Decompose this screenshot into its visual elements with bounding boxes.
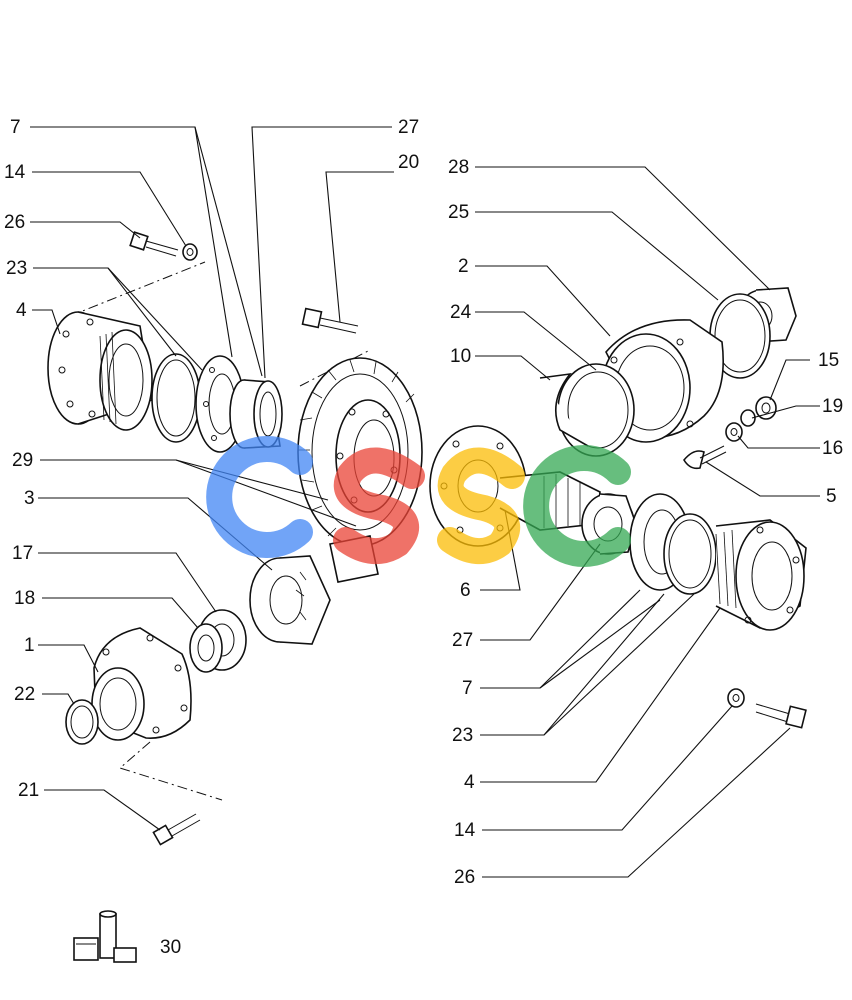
callout-26-left: 26 (4, 212, 25, 233)
callout-10: 10 (450, 346, 471, 367)
seal-18[interactable] (189, 623, 223, 673)
callout-23-right: 23 (452, 725, 473, 746)
shim-24[interactable] (557, 363, 635, 457)
washer-14-left[interactable] (182, 243, 198, 261)
bolt-21[interactable] (152, 813, 201, 846)
callout-20: 20 (398, 152, 419, 173)
watermark-letter-green (523, 445, 631, 567)
callout-4-left: 4 (16, 300, 27, 321)
callout-7-left: 7 (10, 117, 21, 138)
callout-1: 1 (24, 635, 35, 656)
watermark-logo (206, 436, 631, 567)
callout-labels: 7 27 14 20 28 26 25 23 2 4 24 10 15 19 1… (4, 117, 843, 958)
callout-2: 2 (458, 256, 469, 277)
parts-drawing (47, 231, 807, 963)
callout-16: 16 (822, 438, 843, 459)
kit-symbol-30 (73, 910, 137, 963)
bolt-26-left[interactable] (129, 231, 179, 257)
watermark-letter-blue (206, 436, 313, 558)
flange-housing-4-right[interactable] (715, 519, 807, 631)
callout-5: 5 (826, 486, 837, 507)
leader-lines (30, 126, 820, 878)
callout-29: 29 (12, 450, 33, 471)
bolt-5[interactable] (683, 445, 727, 470)
cover-1[interactable] (91, 627, 192, 741)
callout-22: 22 (14, 684, 35, 705)
callout-4-right: 4 (464, 772, 475, 793)
callout-23-left: 23 (6, 258, 27, 279)
callout-24: 24 (450, 302, 472, 323)
callout-15: 15 (818, 350, 839, 371)
callout-19: 19 (822, 396, 843, 417)
watermark-letter-yellow (437, 447, 525, 564)
nut-15[interactable] (755, 396, 777, 420)
callout-6: 6 (460, 580, 471, 601)
seal-22[interactable] (65, 699, 99, 745)
washer-19[interactable] (740, 409, 756, 427)
callout-30: 30 (160, 937, 181, 958)
callout-3: 3 (24, 488, 35, 509)
callout-28: 28 (448, 157, 469, 178)
bearing-27-left[interactable] (229, 379, 283, 449)
flange-housing-4-left[interactable] (47, 311, 153, 431)
callout-14-left: 14 (4, 162, 26, 183)
washer-14-right[interactable] (727, 688, 745, 708)
callout-14-right: 14 (454, 820, 476, 841)
snap-ring-10[interactable] (539, 372, 589, 447)
callout-18: 18 (14, 588, 35, 609)
watermark-letter-red (333, 447, 425, 564)
callout-21: 21 (18, 780, 39, 801)
callout-27-top: 27 (398, 117, 419, 138)
callout-17: 17 (12, 543, 33, 564)
callout-27-right: 27 (452, 630, 473, 651)
callout-25: 25 (448, 202, 469, 223)
o-ring-23-right[interactable] (663, 513, 717, 595)
bolt-20[interactable] (301, 307, 359, 334)
bolt-26-right[interactable] (755, 703, 807, 729)
callout-7-right: 7 (462, 678, 473, 699)
o-ring-23-left[interactable] (151, 353, 201, 443)
callout-26-right: 26 (454, 867, 475, 888)
